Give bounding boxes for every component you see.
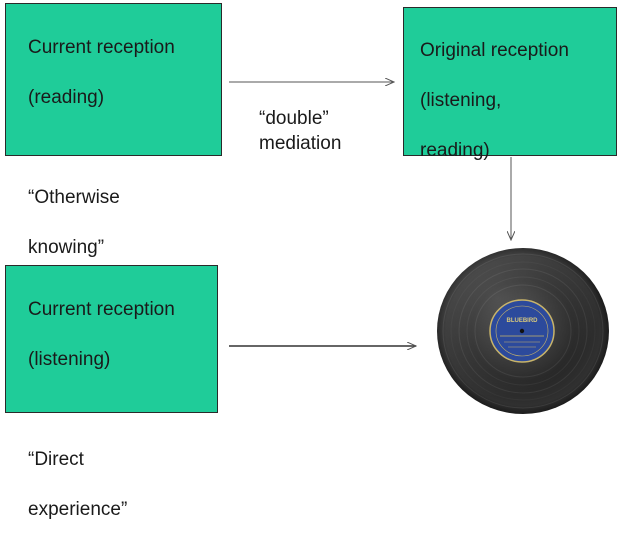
box-line: Current reception	[28, 37, 175, 58]
box-line: Current reception	[28, 299, 175, 320]
double-mediation-label: “double” mediation	[259, 106, 341, 156]
box-line: (reading)	[28, 87, 105, 108]
box-line: experience”	[28, 499, 128, 520]
record-label-brand: BLUEBIRD	[507, 318, 539, 324]
current-reception-listening-box: Current reception (listening) “Direct ex…	[5, 265, 218, 520]
original-reception-box: Original reception (listening, reading)	[403, 7, 617, 161]
diagram-graphics: BLUEBIRD	[229, 0, 609, 414]
box-line: “Otherwise	[28, 187, 120, 208]
current-reception-reading-box: Current reception (reading) “Otherwise k…	[5, 3, 222, 258]
box-line: reading)	[420, 140, 490, 161]
vinyl-record-image: BLUEBIRD	[437, 248, 609, 414]
box-line: knowing”	[28, 237, 105, 258]
box-line: Original reception	[420, 40, 569, 61]
mediation-line: “double”	[259, 108, 329, 129]
box-line: (listening,	[420, 90, 502, 111]
box-line: (listening)	[28, 349, 111, 370]
box-line: “Direct	[28, 449, 84, 470]
mediation-line: mediation	[259, 133, 342, 154]
